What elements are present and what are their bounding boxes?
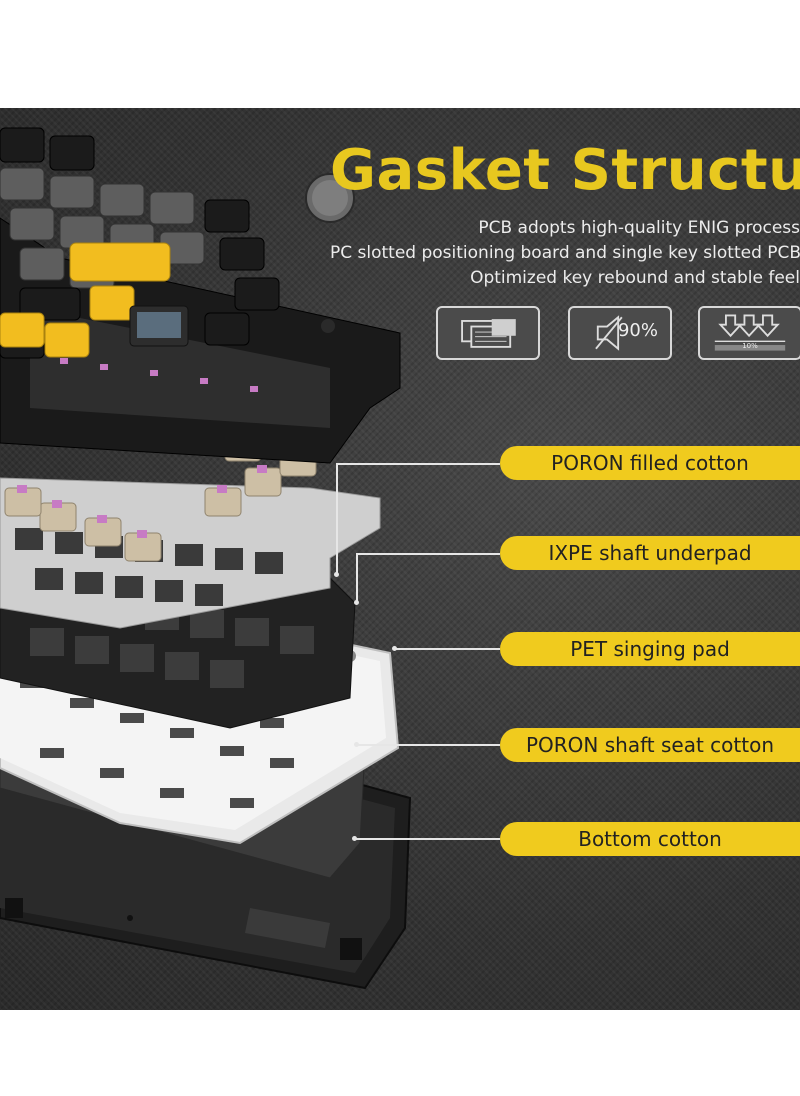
leader-line-4 xyxy=(358,744,500,746)
product-banner: Gasket Structure PCB adopts high-quality… xyxy=(0,108,800,1010)
rebound-percent: 10% xyxy=(742,342,758,350)
layer-label-poron-filled-cotton: PORON filled cotton xyxy=(500,446,800,480)
leader-line-1-horizontal xyxy=(336,463,500,465)
leader-dot-1 xyxy=(334,572,339,577)
leader-dot-2 xyxy=(354,600,359,605)
page-title: Gasket Structure xyxy=(330,138,800,203)
leader-line-2-vertical xyxy=(356,554,358,602)
exploded-keyboard-illustration xyxy=(0,127,412,990)
noise-reduction-percent: 90% xyxy=(617,320,658,341)
layer-poron-filled-cotton xyxy=(0,477,381,629)
leader-line-3 xyxy=(396,648,500,650)
layer-label-bottom-cotton: Bottom cotton xyxy=(500,822,800,856)
leader-dot-4 xyxy=(354,742,359,747)
keycaps xyxy=(0,127,355,359)
muted-speaker-icon: 90% xyxy=(568,306,672,360)
leader-dot-3 xyxy=(392,646,397,651)
leader-line-5 xyxy=(356,838,500,840)
layer-label-ixpe-shaft-underpad: IXPE shaft underpad xyxy=(500,536,800,570)
subtitle-line-3: Optimized key rebound and stable feel xyxy=(470,268,800,288)
layer-label-poron-shaft-seat-cotton: PORON shaft seat cotton xyxy=(500,728,800,762)
layer-label-pet-singing-pad: PET singing pad xyxy=(500,632,800,666)
keyboard-layers-icon xyxy=(436,306,540,360)
subtitle-line-1: PCB adopts high-quality ENIG process xyxy=(478,218,800,238)
leader-dot-5 xyxy=(352,836,357,841)
subtitle-line-2: PC slotted positioning board and single … xyxy=(330,243,800,263)
down-arrows-icon: 10% xyxy=(698,306,800,360)
leader-line-1-vertical xyxy=(336,464,338,574)
leader-line-2-horizontal xyxy=(356,553,500,555)
